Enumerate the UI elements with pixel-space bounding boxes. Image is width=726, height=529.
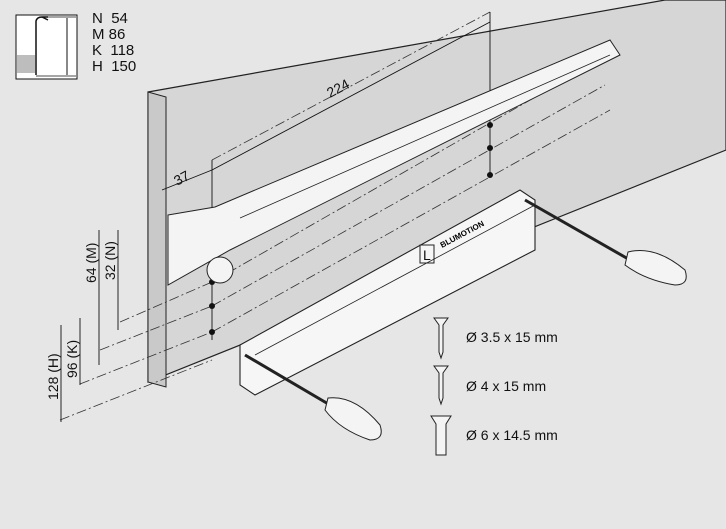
legend-value: 54 xyxy=(111,10,128,27)
screw-label-4: Ø 4 x 15 mm xyxy=(466,378,547,394)
dim-128-h: 128 (H) xyxy=(45,353,61,400)
drawer-runner xyxy=(167,39,621,286)
dim-32-n: 32 (N) xyxy=(102,241,118,280)
legend-item: M 86 xyxy=(92,27,136,43)
screwdriver-icon xyxy=(244,353,382,441)
screw-label-6: Ø 6 x 14.5 mm xyxy=(466,427,558,443)
dim-96-k: 96 (K) xyxy=(64,340,80,378)
legend-value: 86 xyxy=(108,26,126,43)
legend-letter: H xyxy=(92,58,103,75)
height-legend: N 54 M 86 K 118 H 150 xyxy=(92,11,136,75)
legend-value: 150 xyxy=(111,58,137,75)
blumotion-unit xyxy=(239,189,536,396)
side-badge xyxy=(419,244,435,264)
screw-label-3-5: Ø 3.5 x 15 mm xyxy=(466,329,558,345)
runner-roller xyxy=(206,256,234,284)
legend-item: K 118 xyxy=(92,43,136,59)
cabinet-side-panel xyxy=(147,0,726,383)
legend-letter: M xyxy=(92,26,105,43)
legend-value: 118 xyxy=(110,42,135,59)
legend-letter: K xyxy=(92,42,103,59)
screwdriver-icon xyxy=(524,198,687,286)
side-label: L xyxy=(423,247,431,263)
panel-front-edge xyxy=(147,91,167,388)
dim-64-m: 64 (M) xyxy=(83,243,99,283)
legend-item: H 150 xyxy=(92,59,136,75)
dim-37: 37 xyxy=(171,167,192,189)
legend-item: N 54 xyxy=(92,11,136,27)
legend-letter: N xyxy=(92,10,103,27)
screw-icon xyxy=(430,317,452,456)
